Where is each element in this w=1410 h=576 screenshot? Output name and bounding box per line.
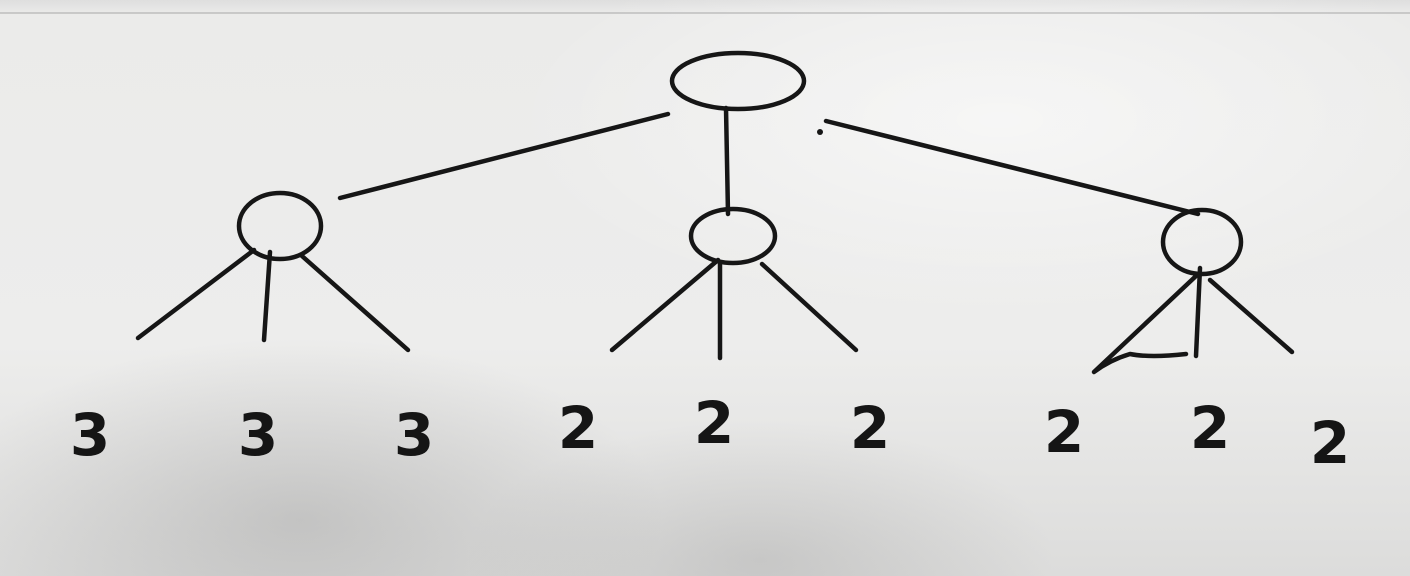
child-node-left: [236, 190, 324, 262]
ink-dot: [817, 129, 823, 135]
edge-middle-to-leaf-6: [759, 261, 859, 353]
child-node-right: [1160, 207, 1244, 277]
edge-middle-to-leaf-4: [609, 257, 721, 353]
leaf-value-6: 2: [850, 394, 890, 462]
edge-right-to-leaf-8: [1193, 265, 1203, 359]
leaf-value-3: 3: [394, 401, 434, 469]
edge-left-to-leaf-3: [299, 253, 411, 353]
leaf-value-9: 2: [1310, 409, 1350, 477]
leaf-value-1: 3: [70, 401, 110, 469]
leaf-value-7: 2: [1044, 398, 1084, 466]
edge-left-to-leaf-1: [135, 247, 257, 341]
edge-root-to-right: [823, 118, 1201, 217]
leaf-value-8: 2: [1190, 394, 1230, 462]
root-node: [669, 50, 807, 112]
leaf-value-4: 2: [558, 394, 598, 462]
leaf-value-2: 3: [238, 401, 278, 469]
leaf-value-5: 2: [694, 389, 734, 457]
edge-root-to-middle: [723, 105, 731, 217]
edge-right-to-leaf-7: [1091, 273, 1199, 375]
paper-top-edge: [0, 12, 1410, 14]
edge-right-to-leaf-9: [1207, 277, 1295, 355]
edge-left-to-leaf-2: [261, 249, 273, 343]
edge-root-to-left: [337, 111, 671, 201]
child-node-middle: [688, 206, 778, 266]
